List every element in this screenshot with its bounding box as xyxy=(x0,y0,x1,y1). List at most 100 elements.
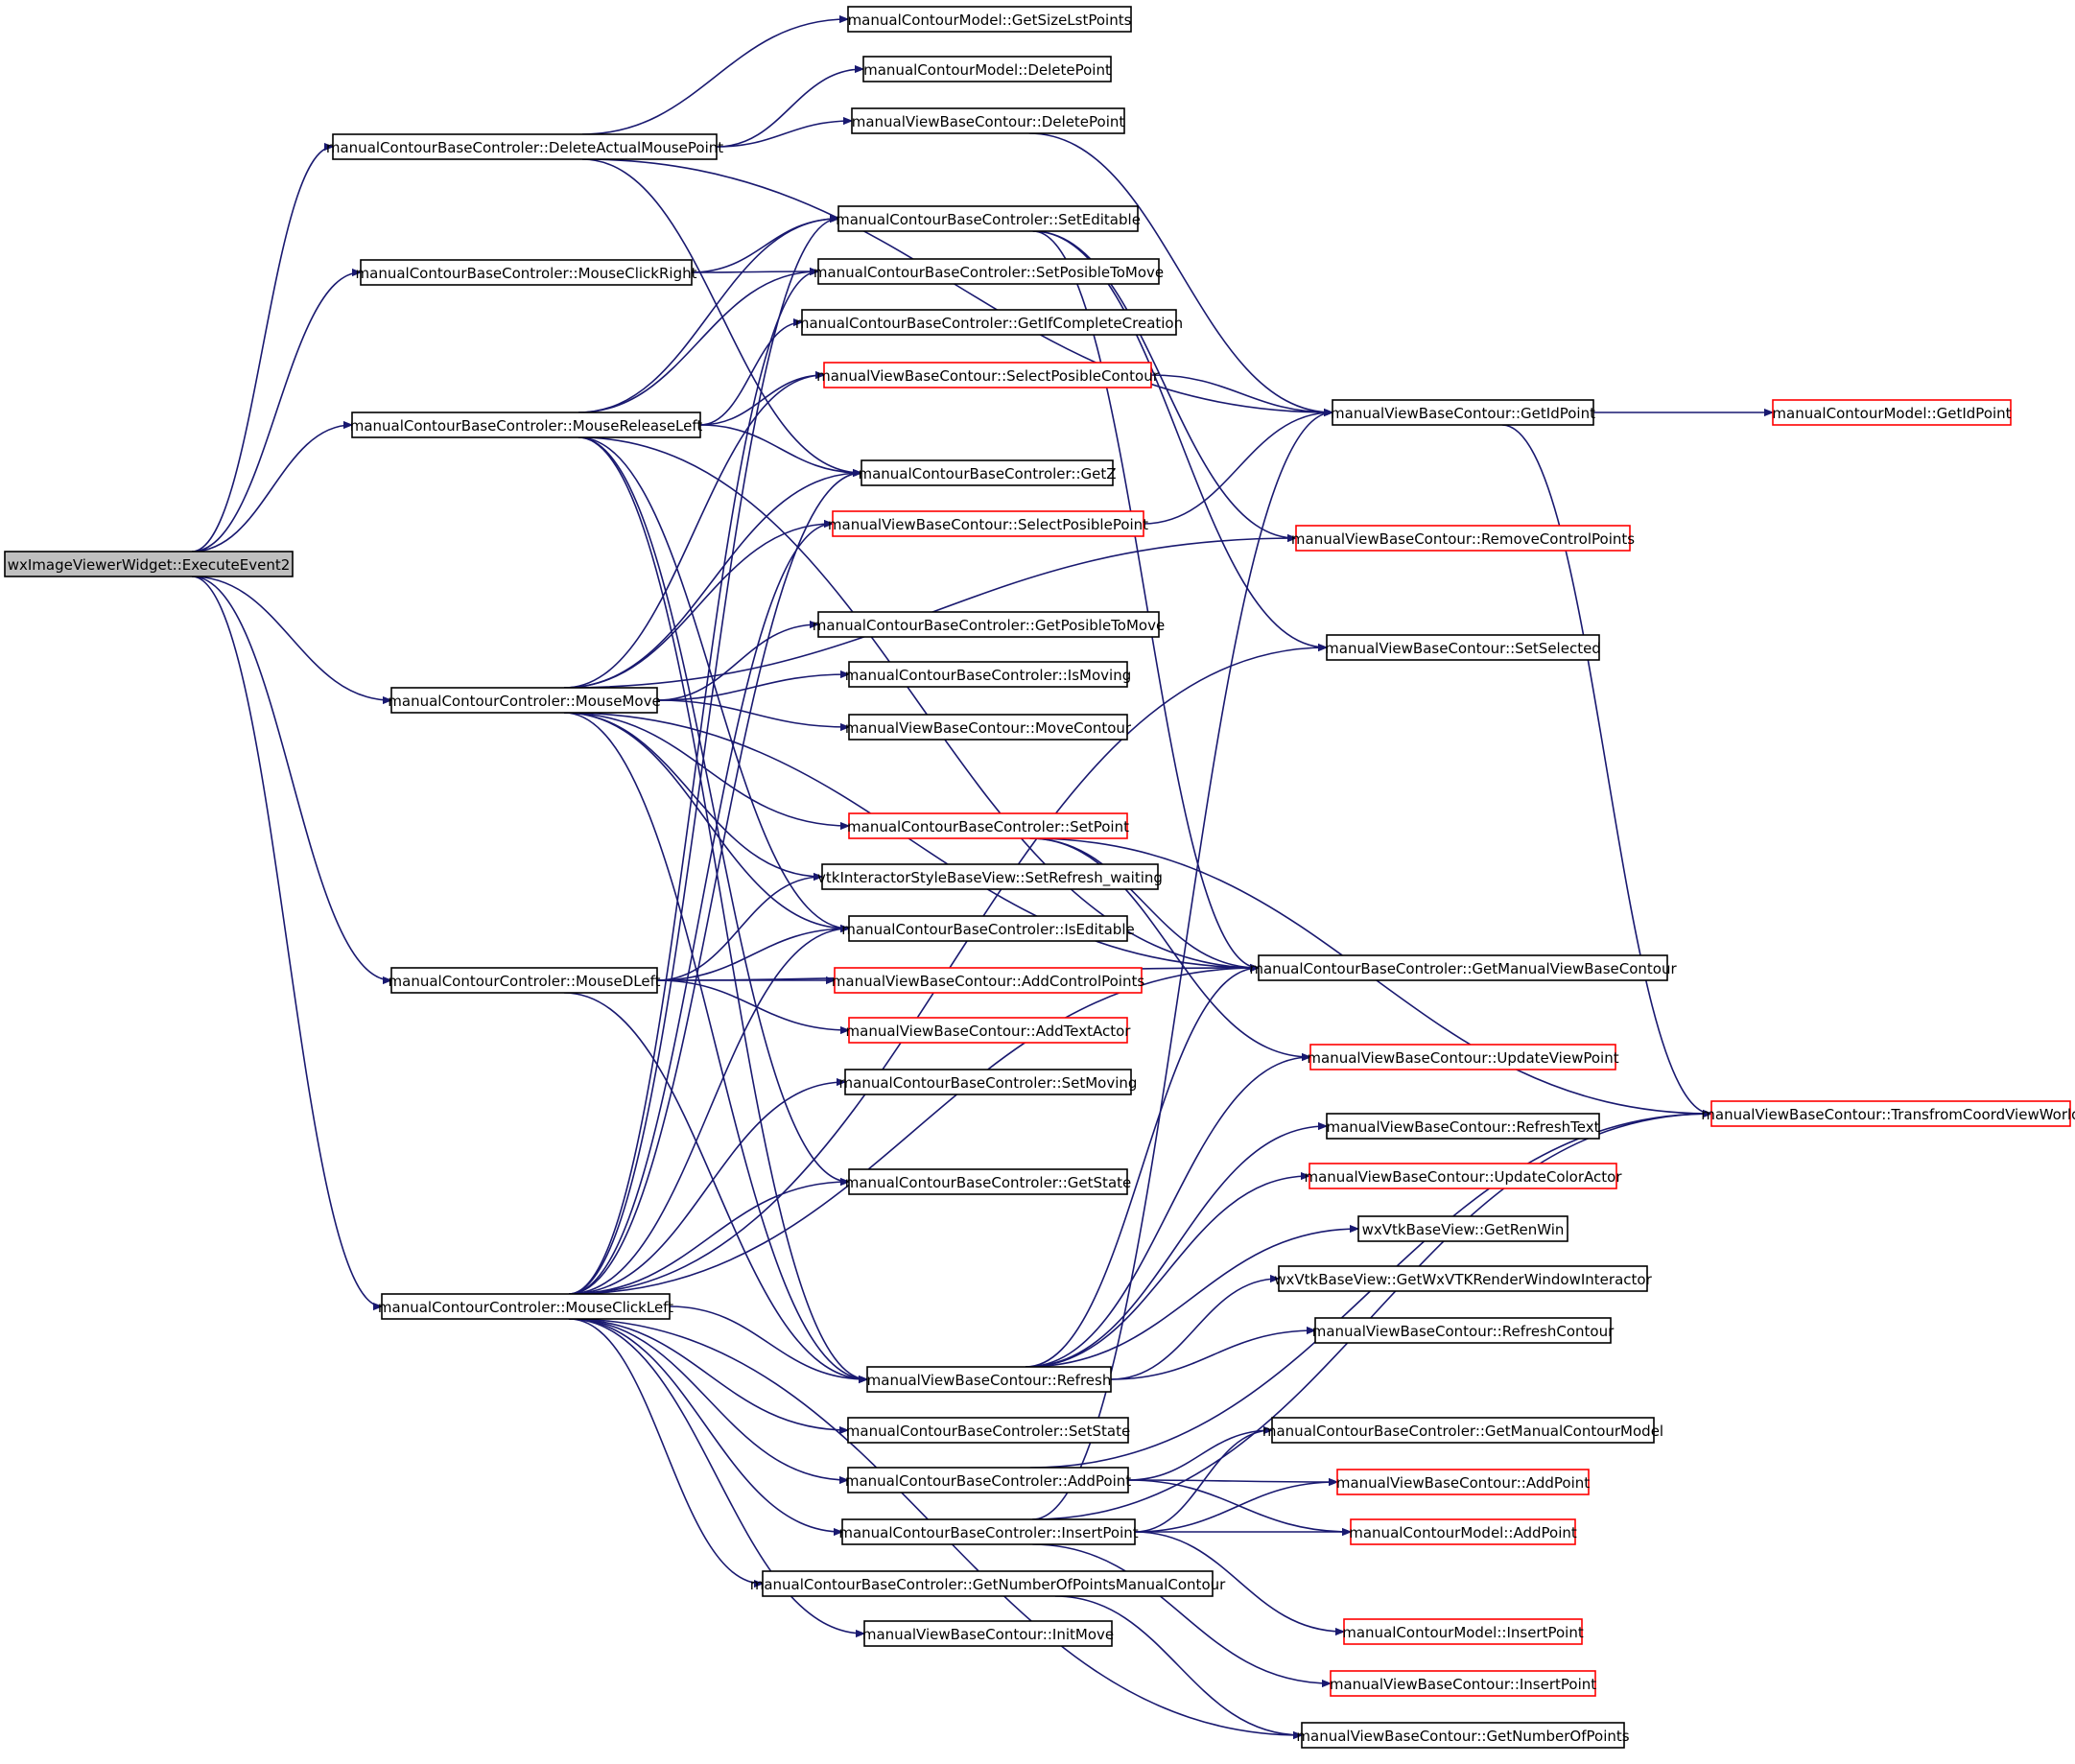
node-transform[interactable]: manualViewBaseContour::TransfromCoordVie… xyxy=(1701,1100,2075,1127)
node-releaseLeft[interactable]: manualContourBaseControler::MouseRelease… xyxy=(350,412,703,438)
node-box xyxy=(817,258,1160,285)
node-label: manualContourModel::DeletePoint xyxy=(863,61,1111,79)
node-updateColorActor[interactable]: manualViewBaseContour::UpdateColorActor xyxy=(1305,1163,1623,1189)
node-getNumPointsManual[interactable]: manualContourBaseControler::GetNumberOfP… xyxy=(750,1570,1226,1597)
edge-clickRight-to-setPosibleToMove xyxy=(691,271,818,272)
node-setSelected[interactable]: manualViewBaseContour::SetSelected xyxy=(1325,634,1601,661)
node-box xyxy=(1343,1618,1583,1645)
node-box xyxy=(1350,1518,1576,1545)
node-mouseMove[interactable]: manualContourControler::MouseMove xyxy=(388,687,661,714)
node-insertPointCtrl[interactable]: manualContourBaseControler::InsertPoint xyxy=(838,1518,1139,1545)
node-addControlPoints[interactable]: manualViewBaseContour::AddControlPoints xyxy=(832,967,1145,994)
node-moveContour[interactable]: manualViewBaseContour::MoveContour xyxy=(845,714,1132,741)
node-label: manualViewBaseContour::MoveContour xyxy=(845,719,1132,737)
node-isEditable[interactable]: manualContourBaseControler::IsEditable xyxy=(841,915,1135,942)
node-label: manualViewBaseContour::DeletePoint xyxy=(852,113,1125,130)
node-box xyxy=(1295,525,1631,552)
edge-mouseMove-to-selectPosPoint xyxy=(564,524,833,689)
node-refreshContour[interactable]: manualViewBaseContour::RefreshContour xyxy=(1312,1317,1615,1344)
edge-mouseMove-to-setPoint xyxy=(564,712,849,826)
edge-mouseClickLeft-to-getState xyxy=(568,1182,849,1295)
node-label: manualContourBaseControler::GetManualVie… xyxy=(1249,960,1677,977)
node-box xyxy=(832,510,1144,537)
edge-viewDeletePoint-to-getIdPoint xyxy=(1028,132,1332,412)
node-label: manualContourBaseControler::AddPoint xyxy=(845,1472,1131,1490)
node-selectPosContour[interactable]: manualViewBaseContour::SelectPosibleCont… xyxy=(816,362,1160,388)
node-modelAddPoint[interactable]: manualContourModel::AddPoint xyxy=(1349,1518,1577,1545)
node-box xyxy=(390,967,658,994)
node-refresh[interactable]: manualViewBaseContour::Refresh xyxy=(866,1366,1112,1393)
node-refreshText[interactable]: manualViewBaseContour::RefreshText xyxy=(1326,1113,1600,1140)
node-modelGetIdPoint[interactable]: manualContourModel::GetIdPoint xyxy=(1772,399,2012,426)
node-box xyxy=(1309,1044,1616,1070)
node-box xyxy=(848,1168,1128,1195)
node-initMove[interactable]: manualViewBaseContour::InitMove xyxy=(862,1620,1114,1647)
node-label: manualContourBaseControler::GetState xyxy=(845,1174,1132,1191)
node-label: manualViewBaseContour::UpdateViewPoint xyxy=(1307,1049,1618,1067)
edge-mouseClickLeft-to-getZ xyxy=(568,473,861,1295)
node-box xyxy=(866,1366,1112,1393)
node-box xyxy=(861,459,1114,486)
edge-mouseClickLeft-to-selectPosPoint xyxy=(568,524,833,1295)
node-selectPosPoint[interactable]: manualViewBaseContour::SelectPosiblePoin… xyxy=(828,510,1148,537)
node-box xyxy=(848,1017,1128,1044)
node-label: manualViewBaseContour::GetIdPoint xyxy=(1331,405,1595,422)
node-setEditable[interactable]: manualContourBaseControler::SetEditable xyxy=(836,205,1141,232)
node-label: manualContourBaseControler::SetState xyxy=(846,1423,1130,1440)
edge-deleteActual-to-viewDeletePoint xyxy=(716,121,852,148)
edge-root-to-clickRight xyxy=(191,272,361,553)
node-box xyxy=(821,863,1159,890)
node-getIfComplete[interactable]: manualContourBaseControler::GetIfComplet… xyxy=(795,309,1183,336)
node-getPosibleToMove[interactable]: manualContourBaseControler::GetPosibleTo… xyxy=(813,611,1165,638)
node-getSizeLst[interactable]: manualContourModel::GetSizeLstPoints xyxy=(847,6,1132,33)
node-box xyxy=(390,687,658,714)
node-getZ[interactable]: manualContourBaseControler::GetZ xyxy=(858,459,1117,486)
node-addTextActor[interactable]: manualViewBaseContour::AddTextActor xyxy=(846,1017,1132,1044)
edge-mouseMove-to-getPosibleToMove xyxy=(656,624,818,701)
node-viewDeletePoint[interactable]: manualViewBaseContour::DeletePoint xyxy=(851,107,1125,134)
edge-refresh-to-getRenWin xyxy=(1026,1229,1358,1368)
node-getNumPoints[interactable]: manualViewBaseContour::GetNumberOfPoints xyxy=(1296,1722,1630,1749)
edge-selectPosPoint-to-getIdPoint xyxy=(1143,412,1332,525)
edge-releaseLeft-to-refresh xyxy=(578,436,867,1379)
node-setState[interactable]: manualContourBaseControler::SetState xyxy=(846,1417,1130,1444)
node-getManualModel[interactable]: manualContourBaseControler::GetManualCon… xyxy=(1262,1417,1663,1444)
node-box xyxy=(851,107,1125,134)
node-deleteActual[interactable]: manualContourBaseControler::DeleteActual… xyxy=(326,133,723,160)
node-setRefreshWaiting[interactable]: vtkInteractorStyleBaseView::SetRefresh_w… xyxy=(817,863,1163,890)
edge-insertPointCtrl-to-viewInsertPoint xyxy=(1032,1543,1331,1683)
node-modelInsertPoint[interactable]: manualContourModel::InsertPoint xyxy=(1342,1618,1584,1645)
edge-releaseLeft-to-setEditable xyxy=(578,219,838,413)
node-box xyxy=(1309,1163,1617,1189)
node-viewInsertPoint[interactable]: manualViewBaseContour::InsertPoint xyxy=(1330,1670,1596,1697)
node-setPoint[interactable]: manualContourBaseControler::SetPoint xyxy=(847,812,1129,839)
edge-refresh-to-updateColorActor xyxy=(1026,1176,1309,1368)
edge-insertPointCtrl-to-modelInsertPoint xyxy=(1134,1531,1344,1632)
node-box xyxy=(1326,1113,1600,1140)
node-getWxVTK[interactable]: wxVtkBaseView::GetWxVTKRenderWindowInter… xyxy=(1274,1265,1653,1292)
node-isMoving[interactable]: manualContourBaseControler::IsMoving xyxy=(845,661,1131,688)
node-mouseDLeft[interactable]: manualContourControler::MouseDLeft xyxy=(389,967,661,994)
node-label: manualContourBaseControler::GetIfComplet… xyxy=(795,315,1183,332)
node-getState[interactable]: manualContourBaseControler::GetState xyxy=(845,1168,1132,1195)
node-getIdPoint[interactable]: manualViewBaseContour::GetIdPoint xyxy=(1331,399,1595,426)
node-getManualView[interactable]: manualContourBaseControler::GetManualVie… xyxy=(1249,954,1677,981)
node-setMoving[interactable]: manualContourBaseControler::SetMoving xyxy=(839,1069,1138,1095)
edge-mouseDLeft-to-isEditable xyxy=(656,929,849,981)
node-label: wxImageViewerWidget::ExecuteEvent2 xyxy=(8,556,291,574)
node-box xyxy=(823,362,1152,388)
node-modelDeletePoint[interactable]: manualContourModel::DeletePoint xyxy=(862,56,1112,82)
node-addPointCtrl[interactable]: manualContourBaseControler::AddPoint xyxy=(845,1467,1131,1494)
node-mouseClickLeft[interactable]: manualContourControler::MouseClickLeft xyxy=(378,1293,673,1320)
node-updateViewPoint[interactable]: manualViewBaseContour::UpdateViewPoint xyxy=(1307,1044,1619,1070)
node-label: manualViewBaseContour::TransfromCoordVie… xyxy=(1701,1106,2075,1123)
node-setPosibleToMove[interactable]: manualContourBaseControler::SetPosibleTo… xyxy=(813,258,1164,285)
node-root[interactable]: wxImageViewerWidget::ExecuteEvent2 xyxy=(4,551,294,577)
edge-mouseClickLeft-to-isEditable xyxy=(568,929,849,1295)
node-removeControlPoints[interactable]: manualViewBaseContour::RemoveControlPoin… xyxy=(1291,525,1635,552)
node-clickRight[interactable]: manualContourBaseControler::MouseClickRi… xyxy=(356,259,697,286)
node-getRenWin[interactable]: wxVtkBaseView::GetRenWin xyxy=(1357,1215,1568,1242)
node-box xyxy=(848,661,1128,688)
node-viewAddPoint[interactable]: manualViewBaseContour::AddPoint xyxy=(1336,1469,1590,1495)
node-box xyxy=(332,133,718,160)
